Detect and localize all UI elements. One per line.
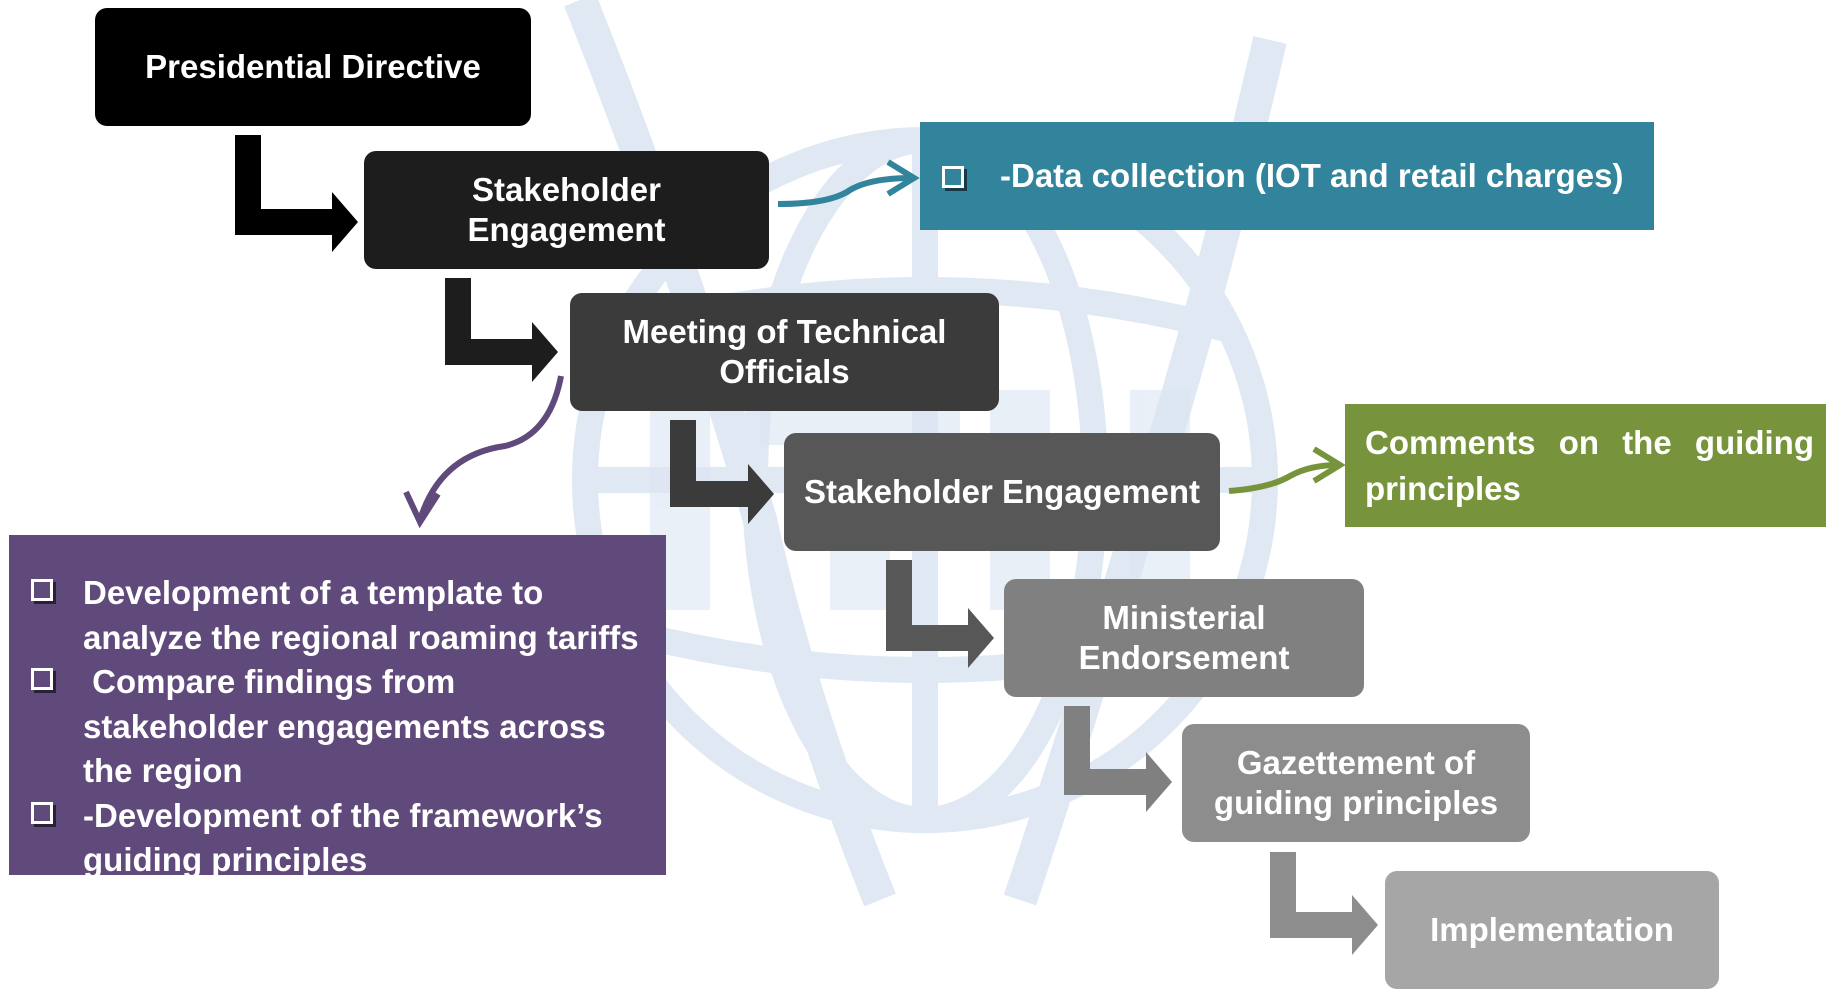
step-label: Ministerial Endorsement xyxy=(1078,599,1290,676)
step-label: Gazettement of guiding principles xyxy=(1213,744,1499,821)
checkbox-bullet-icon xyxy=(31,579,53,601)
list-item: Development of a template to analyze the… xyxy=(31,571,648,660)
step-implementation: Implementation xyxy=(1381,867,1723,993)
step-label: Stakeholder Engagement xyxy=(803,473,1201,511)
step-label: Presidential Directive xyxy=(145,48,481,86)
step-gazettement: Gazettement of guiding principles xyxy=(1178,720,1534,846)
checkbox-bullet-icon xyxy=(31,801,53,824)
list-item: -Development of the framework’s guiding … xyxy=(31,794,648,883)
list-item-text: -Development of the framework’s guiding … xyxy=(83,796,603,879)
step-ministerial-endorsement: Ministerial Endorsement xyxy=(1000,575,1368,701)
step-label: Meeting of Technical Officials xyxy=(622,313,947,390)
list-item-text: Development of a template to analyze the… xyxy=(83,574,639,656)
checkbox-bullet-icon xyxy=(942,166,964,188)
checkbox-bullet-icon xyxy=(31,668,53,691)
step-stakeholder-engagement-2: Stakeholder Engagement xyxy=(780,429,1224,555)
list-item-text: Compare findings from stakeholder engage… xyxy=(83,663,615,790)
step-presidential-directive: Presidential Directive xyxy=(91,4,535,130)
step-stakeholder-engagement-1: Stakeholder Engagement xyxy=(360,147,773,273)
comments-note: Comments on the guiding principles xyxy=(1345,404,1826,527)
comments-text: Comments on the guiding principles xyxy=(1365,424,1814,508)
step-label: Stakeholder Engagement xyxy=(467,171,666,248)
list-item: Compare findings from stakeholder engage… xyxy=(31,660,648,794)
step-meeting-technical-officials: Meeting of Technical Officials xyxy=(566,289,1003,415)
data-collection-note: -Data collection (IOT and retail charges… xyxy=(920,122,1654,230)
step-label: Implementation xyxy=(1430,911,1674,949)
meeting-outcomes-note: Development of a template to analyze the… xyxy=(9,535,666,878)
data-collection-text: -Data collection (IOT and retail charges… xyxy=(1000,156,1624,194)
